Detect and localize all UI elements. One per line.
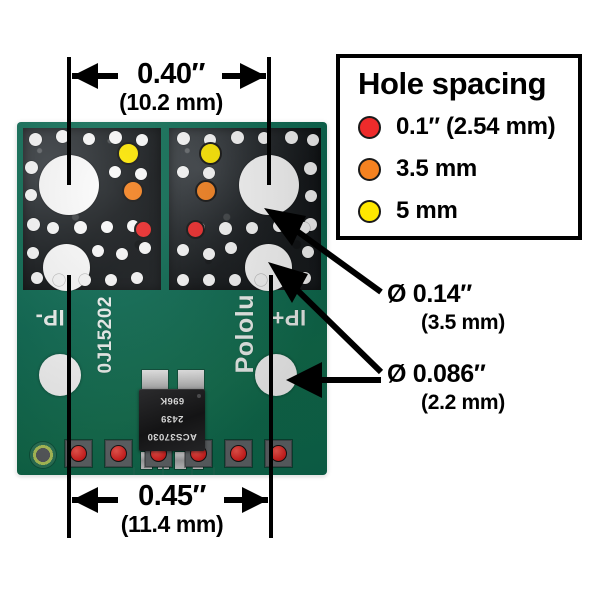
callout-hole-small-metric: (2.2 mm) [421,391,505,414]
via [203,248,215,260]
via [225,242,237,254]
legend-swatch-orange-icon [358,158,381,181]
via [56,130,69,143]
via [302,246,314,258]
legend-label-5mm: 5 mm [396,197,458,224]
legend-panel: Hole spacing 0.1″ (2.54 mm) 3.5 mm 5 mm [336,54,582,240]
via [299,272,311,284]
dimension-label-bottom: 0.45″ (11.4 mm) [92,480,252,538]
via [79,274,91,286]
via [139,242,151,254]
via [83,133,95,145]
spacing-dot-0p1in-right [186,220,205,239]
via [109,131,122,144]
ic-part-number: ACS37030 [147,431,197,442]
via [53,274,65,286]
via [116,248,128,260]
current-sensor-ic: 696K 2439 ACS37030 [139,389,205,451]
spacing-dot-3p5mm-right [195,180,217,202]
silkscreen-board-code: 0J15202 [95,296,116,374]
via [25,161,38,174]
ic-date-code: 2439 [160,413,184,424]
ic-tab-left [142,370,168,392]
spacing-dot-3p5mm-left [122,180,144,202]
silkscreen-ip-plus: IP+ [271,305,307,330]
via [25,189,37,201]
via [203,274,215,286]
silkscreen-ip-minus: IP- [35,305,65,330]
trace [191,467,193,475]
via [135,168,147,180]
via [131,272,143,284]
via [177,166,189,178]
via [285,131,298,144]
via [298,222,310,234]
via [92,245,104,257]
via [307,134,319,146]
via [246,222,258,234]
via [304,162,317,175]
via [101,221,113,233]
dimension-label-top: 0.40″ (10.2 mm) [96,58,246,116]
legend-swatch-yellow-icon [358,200,381,223]
via [177,244,189,256]
spacing-dot-5mm-right [199,142,222,165]
via [47,222,59,234]
current-hole-low-left [39,354,81,396]
callout-hole-large-metric: (3.5 mm) [421,311,505,334]
current-hole-top-left [39,155,99,215]
callout-hole-large: Ø 0.14″ (3.5 mm) [387,280,505,335]
ic-tab-right [178,370,204,392]
trace [162,467,164,475]
current-hole-low-right [255,354,297,396]
via [273,220,285,232]
header-pad [265,440,292,467]
spacing-dot-5mm-left [117,142,140,165]
callout-hole-small: Ø 0.086″ (2.2 mm) [387,360,505,415]
ic-lot-code: 696K [159,395,185,406]
via [177,274,189,286]
via [255,274,267,286]
current-hole-top-right [239,155,299,215]
ic-leg [175,452,186,469]
header-pad [105,440,132,467]
legend-label-3p5mm: 3.5 mm [396,155,477,182]
legend-title: Hole spacing [358,66,547,101]
dimension-top-metric: (10.2 mm) [119,89,223,115]
callout-hole-large-inches: Ø 0.14″ [387,280,472,308]
via [258,132,270,144]
via [105,274,117,286]
callout-hole-small-inches: Ø 0.086″ [387,360,486,388]
legend-label-0p1in: 0.1″ (2.54 mm) [396,113,556,140]
via [229,274,241,286]
via [109,166,121,178]
trace [213,467,215,475]
pcb-board: 696K 2439 ACS37030 IP- I [17,122,327,475]
silkscreen-brand: Pololu [231,294,259,374]
via [219,222,232,235]
via [27,218,40,231]
via [29,133,42,146]
trace [133,467,135,475]
legend-swatch-red-icon [358,116,381,139]
mounting-ring [30,442,56,468]
via [231,131,244,144]
via [74,221,87,234]
via [31,272,43,284]
spacing-dot-0p1in-left [134,220,153,239]
header-pad [65,440,92,467]
dimension-top-inches: 0.40″ [137,58,205,90]
dimension-bottom-inches: 0.45″ [138,480,206,512]
via [305,190,317,202]
via [27,247,39,259]
dimension-bottom-metric: (11.4 mm) [120,511,224,537]
via [279,272,291,284]
ic-pin1-dot [197,394,201,398]
dimension-arrowhead-top-left [72,63,98,89]
via [136,134,148,146]
via [203,167,215,179]
header-pad [225,440,252,467]
via [177,132,190,145]
